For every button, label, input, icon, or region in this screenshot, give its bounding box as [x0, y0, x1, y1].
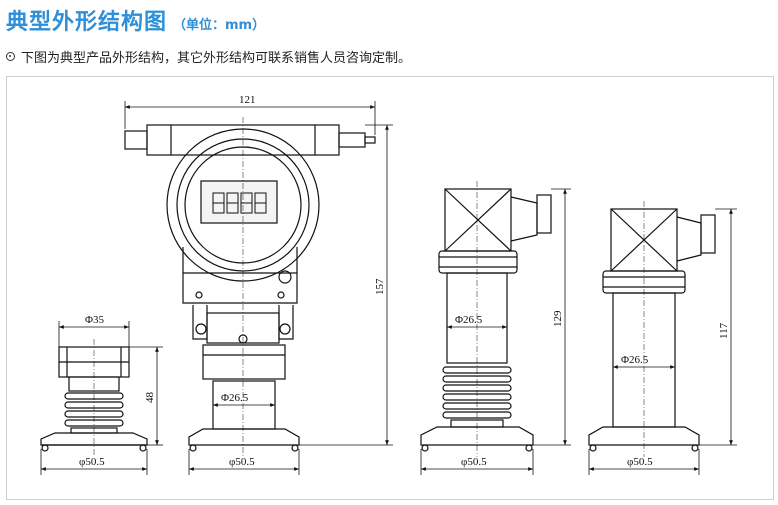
centerlines: [93, 117, 645, 457]
dim-fig2-height-157: 157: [374, 278, 386, 295]
circle-bullet-icon: [6, 51, 15, 61]
dim-fig4-flange-505: φ50.5: [627, 456, 653, 468]
page-title: 典型外形结构图 （单位：mm）: [6, 4, 266, 35]
title-text: 典型外形结构图: [6, 10, 168, 35]
dims-fig4: [588, 208, 737, 475]
dim-fig2-diameter-265: Φ26.5: [221, 392, 249, 404]
lcd-digits: [212, 192, 267, 214]
unit-label: （单位：mm）: [173, 18, 266, 33]
sensor-din-connector-straight: [588, 208, 716, 452]
description-text: 下图为典型产品外形结构，其它外形结构可联系销售人员咨询定制。: [21, 50, 412, 66]
dim-fig2-flange-505: φ50.5: [229, 456, 255, 468]
lcd-window: [200, 180, 278, 224]
dims-fig3: [420, 188, 571, 475]
dim-fig3-diameter-265: Φ26.5: [455, 314, 483, 326]
dim-fig1-diameter-35: Φ35: [85, 314, 105, 326]
transmitter-with-display: [124, 124, 376, 452]
dim-fig3-flange-505: φ50.5: [461, 456, 487, 468]
drawing-panel: Φ35 48 φ50.5 121 157 Φ26.5 φ50.5 129 Φ26…: [6, 76, 774, 500]
dim-fig3-height-129: 129: [552, 310, 564, 327]
dim-fig1-flange-505: φ50.5: [79, 456, 105, 468]
dims-fig1: [40, 321, 163, 475]
dims-fig2: [124, 101, 393, 475]
dimension-drawing: Φ35 48 φ50.5 121 157 Φ26.5 φ50.5 129 Φ26…: [40, 94, 737, 475]
description-line: 下图为典型产品外形结构，其它外形结构可联系销售人员咨询定制。: [6, 46, 411, 66]
dim-fig4-diameter-265: Φ26.5: [621, 354, 649, 366]
sensor-din-connector-finned: [420, 188, 552, 452]
dim-fig4-height-117: 117: [718, 322, 730, 339]
dim-fig1-height-48: 48: [144, 392, 156, 404]
dim-fig2-width-121: 121: [239, 94, 256, 106]
